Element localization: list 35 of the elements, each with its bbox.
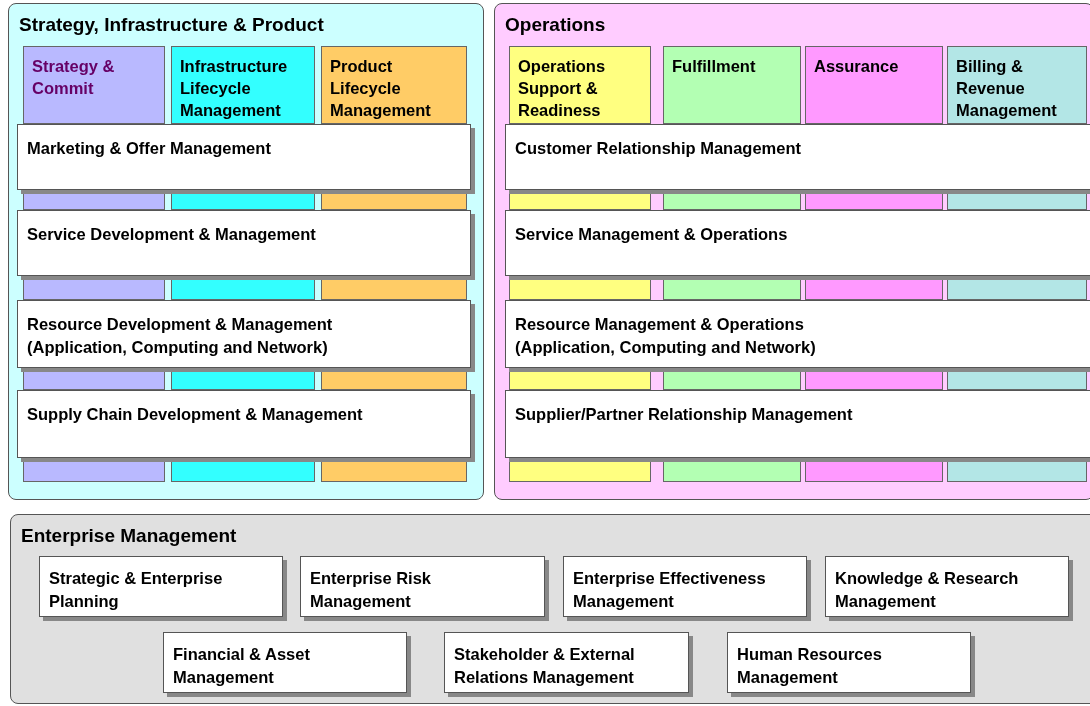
process-label: Supplier/Partner Relationship Management: [515, 404, 854, 425]
process-label: Resource Management & Operations (Application, Computing and Network): [515, 314, 817, 358]
process-label: Supply Chain Development & Management: [27, 404, 364, 425]
column-label: Strategy & Commit: [32, 56, 116, 99]
column-label: Fulfillment: [672, 56, 757, 77]
column-label: Billing & Revenue Management: [956, 56, 1058, 121]
process-label: Human Resources Management: [737, 644, 883, 688]
process-area-panel: [8, 3, 484, 500]
process-label: Service Management & Operations: [515, 224, 789, 245]
area-heading: Strategy, Infrastructure & Product: [19, 14, 324, 36]
process-area-panel: [10, 514, 1090, 704]
process-label: Service Development & Management: [27, 224, 317, 245]
process-label: Stakeholder & External Relations Management: [454, 644, 636, 688]
area-heading: Enterprise Management: [21, 525, 237, 547]
process-column: [23, 46, 165, 124]
process-label: Financial & Asset Management: [173, 644, 311, 688]
process-column: [805, 46, 943, 124]
process-column: [663, 46, 801, 124]
process-label: Strategic & Enterprise Planning: [49, 568, 224, 612]
column-label: Assurance: [814, 56, 900, 77]
area-heading: Operations: [505, 14, 606, 36]
column-label: Operations Support & Readiness: [518, 56, 607, 121]
process-column: [171, 46, 315, 124]
column-label: Product Lifecycle Management: [330, 56, 432, 121]
column-label: Infrastructure Lifecycle Management: [180, 56, 289, 121]
process-label: Enterprise Effectiveness Management: [573, 568, 767, 612]
process-label: Marketing & Offer Management: [27, 138, 272, 159]
process-label: Customer Relationship Management: [515, 138, 803, 159]
process-label: Knowledge & Research Management: [835, 568, 1020, 612]
process-column: [321, 46, 467, 124]
process-label: Resource Development & Management (Application, Computing and Network): [27, 314, 334, 358]
process-label: Enterprise Risk Management: [310, 568, 433, 612]
process-column: [947, 46, 1087, 124]
process-column: [509, 46, 651, 124]
process-area-panel: [494, 3, 1090, 500]
